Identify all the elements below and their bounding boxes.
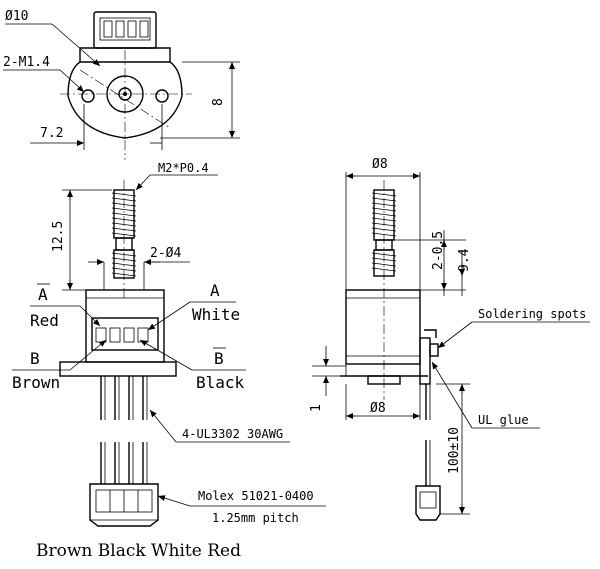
- leader-line: [157, 495, 191, 507]
- shaft-dia-label: 2-Ø4: [150, 246, 181, 261]
- height-8-label: 8: [211, 98, 226, 106]
- pin-b-bar-letter: B: [214, 349, 224, 368]
- leader-line: [59, 69, 85, 93]
- top-flange: [79, 47, 171, 62]
- side-molex-connector: [415, 485, 441, 521]
- body-dia-bottom-label: Ø8: [370, 401, 386, 416]
- side-board-tab: [424, 329, 437, 338]
- pin-a-color: White: [192, 305, 240, 324]
- thread-label: M2*P0.4: [158, 161, 209, 175]
- connector-model-label: Molex 51021-0400: [198, 489, 314, 503]
- body-dia-top-label: Ø8: [372, 157, 388, 172]
- one-label: 1: [309, 404, 324, 412]
- leader-line: [135, 174, 151, 191]
- side-terminal-board: [419, 337, 431, 385]
- mounting-hole-right: [155, 89, 169, 103]
- top-body-outline: [67, 61, 183, 139]
- side-motor-body: [345, 289, 421, 365]
- front-view: M2*P0.4 12.5 2-Ø4: [12, 161, 326, 561]
- mounting-hole-label: 2-M1.4: [3, 55, 50, 70]
- pin-a-bar-color: Red: [30, 311, 59, 330]
- width-72-label: 7.2: [40, 126, 63, 141]
- leader-line: [431, 361, 473, 429]
- pin-a-bar-letter: A: [38, 285, 48, 304]
- wire-spec-label: 4-UL3302 30AWG: [182, 427, 283, 441]
- top-connector-pin: [115, 20, 125, 38]
- lead-length-label: 100±10: [447, 427, 462, 474]
- wire-bundle-lower: [100, 442, 148, 484]
- pin-a-letter: A: [210, 281, 220, 300]
- top-view: Ø10 2-M1.4 7.2: [3, 9, 240, 160]
- motor-flange: [59, 361, 177, 377]
- mounting-hole-left: [81, 89, 95, 103]
- leader-line: [147, 301, 191, 331]
- pin-b-color: Brown: [12, 373, 60, 392]
- leader-line: [79, 305, 101, 327]
- leader-line: [139, 339, 193, 371]
- connector-pitch-label: 1.25mm pitch: [212, 511, 299, 525]
- pin-b-letter: B: [30, 349, 40, 368]
- top-connector-inner: [99, 17, 151, 41]
- top-diameter-label: Ø10: [5, 9, 28, 24]
- top-connector-pin: [139, 20, 149, 38]
- len-94-label: 9.4: [457, 248, 472, 272]
- soldering-callout: Soldering spots: [478, 307, 586, 321]
- body-connector-pin: [109, 327, 121, 343]
- side-view: Ø8: [309, 157, 590, 521]
- leader-line: [437, 321, 473, 349]
- leader-line: [51, 23, 101, 67]
- length-125-label: 12.5: [51, 221, 66, 252]
- leader-line: [69, 339, 107, 371]
- top-connector-pin: [103, 20, 113, 38]
- wire-bundle: [100, 376, 148, 420]
- soldering-pad: [429, 343, 439, 357]
- leader-line: [149, 409, 177, 443]
- pin-b-bar-color: Black: [196, 373, 245, 392]
- wire-order-caption: Brown Black White Red: [36, 541, 241, 561]
- body-connector-pin: [123, 327, 135, 343]
- gap-05-label: 2-0.5: [431, 231, 446, 270]
- glue-callout: UL glue: [478, 413, 529, 427]
- top-connector-housing: [93, 11, 157, 49]
- top-connector-pin: [127, 20, 137, 38]
